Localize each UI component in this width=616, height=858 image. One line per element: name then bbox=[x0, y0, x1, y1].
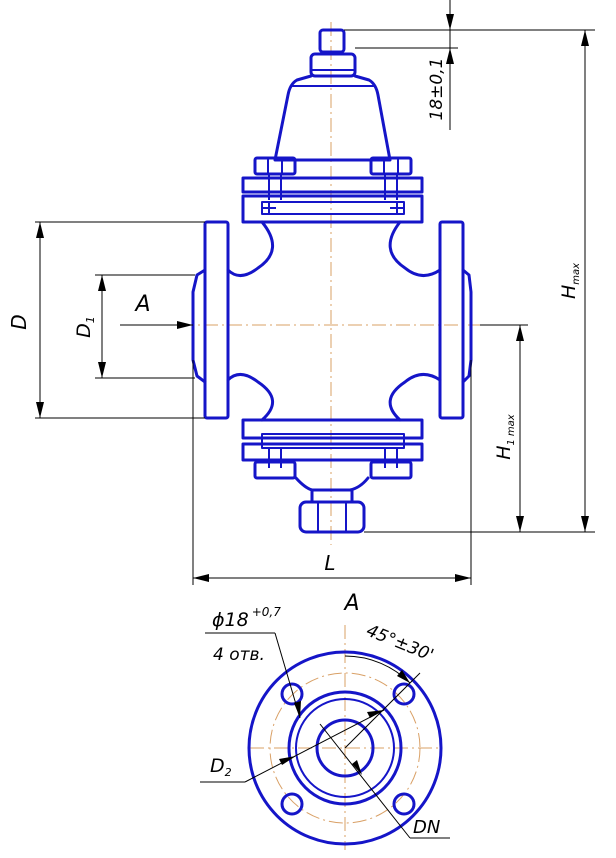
dim-h1-label: H1max bbox=[493, 414, 517, 460]
bolt-hole-tl bbox=[280, 682, 304, 706]
arrow-head bbox=[455, 574, 471, 582]
dn-label: DN bbox=[413, 817, 440, 838]
holes-count-label: 4 отв. bbox=[213, 645, 265, 665]
hole-diameter-label: ϕ18+0,7 bbox=[212, 605, 281, 631]
bolt-hole-bl bbox=[280, 792, 304, 816]
arrow-head bbox=[279, 756, 296, 765]
dim-d1-label: D1 bbox=[73, 316, 97, 338]
right-flange bbox=[438, 220, 465, 420]
dn-leader bbox=[319, 723, 411, 839]
arrow-head bbox=[516, 516, 524, 532]
valve-body bbox=[226, 220, 442, 422]
screw-nut bbox=[309, 52, 357, 78]
arrow-head bbox=[446, 48, 454, 64]
lower-left-bolt bbox=[253, 460, 297, 480]
bottom-neck bbox=[310, 488, 354, 504]
view-title: A bbox=[342, 591, 359, 616]
upper-flange-1 bbox=[241, 176, 424, 194]
flange-outer bbox=[247, 650, 443, 846]
flange-raised-face bbox=[287, 690, 403, 806]
bolt-circle bbox=[269, 672, 421, 824]
upper-flange-slot bbox=[261, 201, 405, 215]
lower-flange-slot bbox=[261, 433, 405, 449]
adjusting-screw bbox=[318, 28, 346, 54]
arrow-head bbox=[367, 710, 384, 718]
lower-flange-1 bbox=[241, 418, 424, 440]
arrow-head bbox=[516, 325, 524, 341]
arrow-head bbox=[98, 362, 106, 378]
bonnet bbox=[273, 74, 392, 162]
dim-d-label: D bbox=[7, 314, 31, 329]
flange-bore bbox=[315, 718, 375, 778]
right-flange-face bbox=[461, 268, 473, 384]
upper-flange-2 bbox=[241, 194, 424, 224]
dim-l-label: L bbox=[324, 551, 335, 575]
arrow-head bbox=[36, 222, 44, 238]
flange-view bbox=[247, 650, 443, 846]
bolt-hole-br bbox=[392, 792, 416, 816]
arrow-head bbox=[581, 516, 589, 532]
upper-left-bolt bbox=[253, 156, 297, 176]
lower-flange-2 bbox=[241, 442, 424, 462]
flange-raised-face-inner bbox=[295, 698, 395, 798]
arrow-head bbox=[36, 402, 44, 418]
left-flange bbox=[203, 220, 230, 420]
valve-front-view bbox=[191, 28, 473, 534]
arrow-head bbox=[352, 760, 362, 775]
dim-18-label: 18±0,1 bbox=[427, 58, 447, 121]
left-flange-face bbox=[191, 268, 207, 384]
angle-label: 45°±30' bbox=[363, 621, 436, 666]
axis-lines bbox=[180, 22, 490, 850]
arrow-head bbox=[193, 574, 209, 582]
dim-h-label: Hmax bbox=[558, 263, 582, 299]
d2-leader bbox=[244, 709, 385, 783]
lower-body bbox=[294, 476, 370, 492]
bolt-hole-tr bbox=[392, 682, 416, 706]
arrow-head bbox=[397, 670, 410, 683]
bottom-nut bbox=[298, 500, 366, 534]
arrow-head bbox=[446, 14, 454, 30]
lower-right-bolt bbox=[369, 460, 413, 480]
arrow-head bbox=[98, 275, 106, 291]
arrow-head bbox=[581, 30, 589, 46]
view-arrow-head bbox=[177, 321, 193, 329]
d2-label: D2 bbox=[210, 755, 232, 779]
dimensions: D D1 A 18±0,1 Hmax bbox=[7, 0, 595, 585]
view-arrow-label: A bbox=[133, 292, 150, 317]
arrow-head bbox=[294, 701, 301, 718]
upper-right-bolt bbox=[369, 156, 413, 176]
